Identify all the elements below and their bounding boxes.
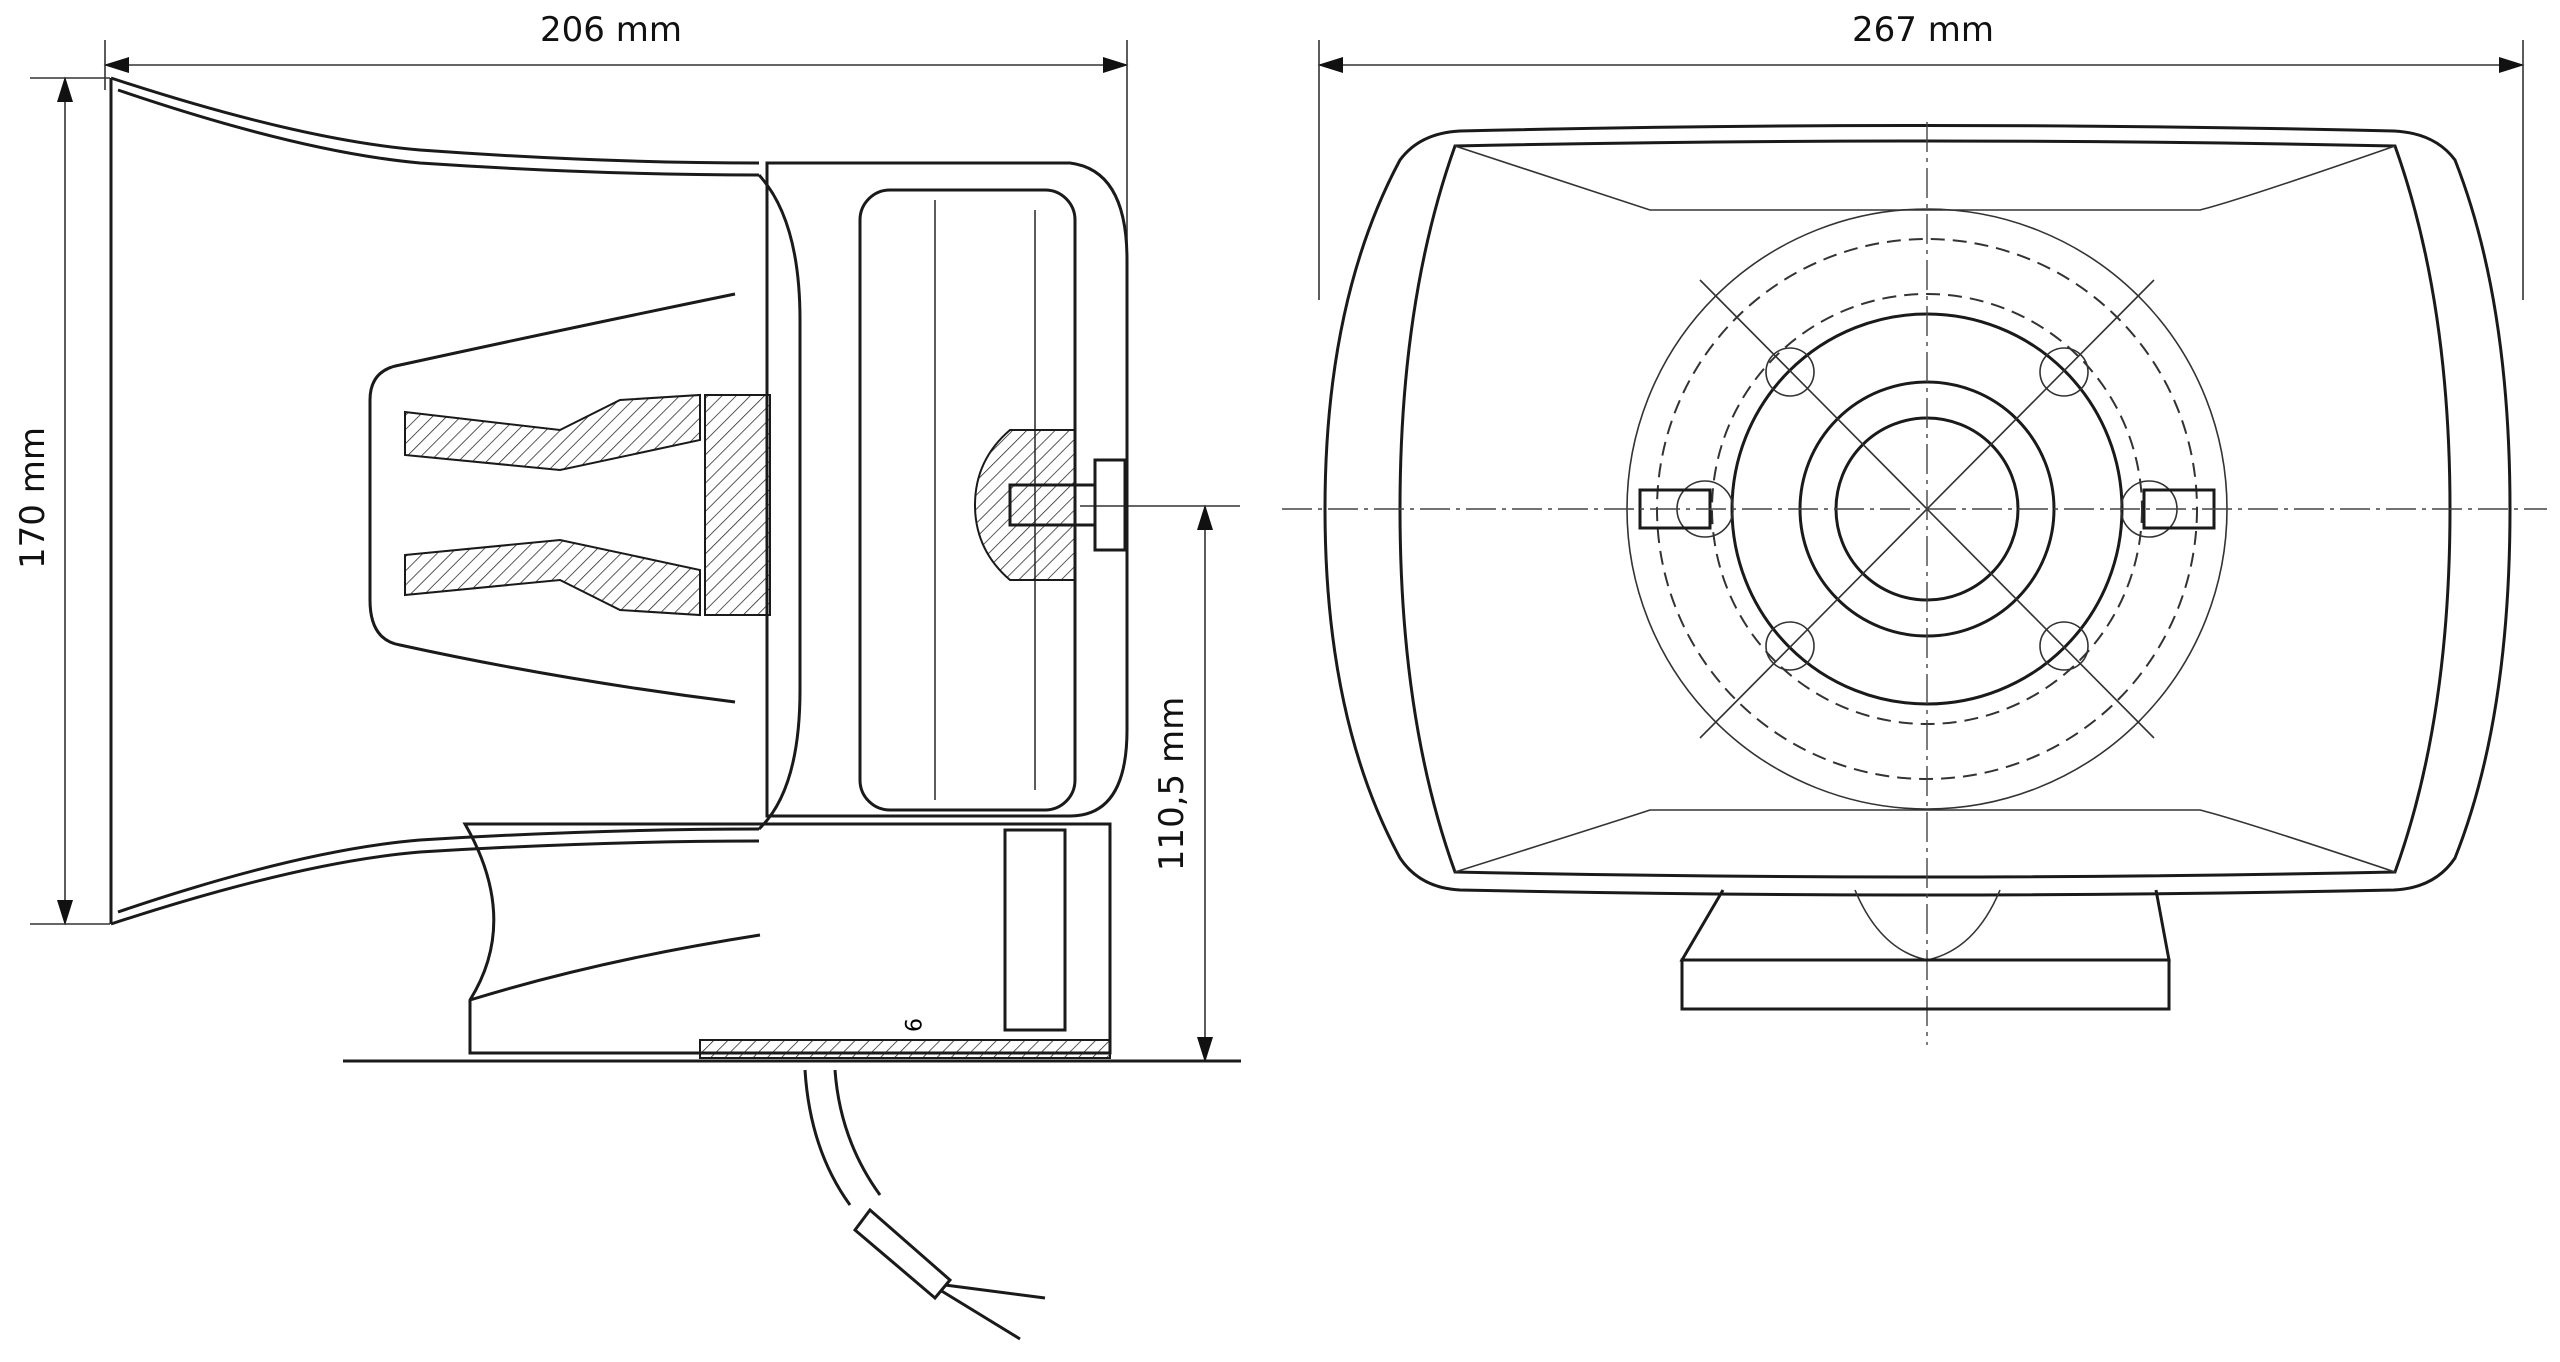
- horn-bottom-outer: [110, 839, 760, 926]
- stand-neck: [1679, 889, 2171, 962]
- mounting-holes: [1638, 347, 2216, 671]
- horn-bottom-facet: [1454, 809, 2396, 873]
- wire-1: [944, 1283, 1046, 1300]
- cable-sleeve: [852, 1207, 953, 1301]
- dim-label-front-width: 267 mm: [1852, 10, 1994, 50]
- phase-plug-bottom: [404, 538, 701, 617]
- reflector: [368, 292, 736, 704]
- side-view: 9: [30, 40, 1241, 1341]
- nut: [1093, 458, 1127, 552]
- magnet: [704, 394, 771, 616]
- horn-bottom-inner: [117, 827, 760, 914]
- driver-housing: [765, 161, 1129, 818]
- front-view: [1282, 40, 2547, 1045]
- mount-block: [973, 429, 1076, 581]
- cable-right: [833, 1069, 882, 1196]
- horn-top-outer: [110, 76, 760, 165]
- hole: [2039, 347, 2089, 397]
- base-screw: [1003, 828, 1067, 1032]
- cable-left: [803, 1069, 852, 1206]
- hole: [2039, 621, 2089, 671]
- horn-outer-rim: [1323, 124, 2512, 897]
- dim-label-side-width: 206 mm: [540, 10, 682, 50]
- wire-2: [939, 1288, 1021, 1341]
- stand-base: [1680, 958, 2171, 1011]
- horn-top-inner: [117, 88, 760, 177]
- dim-label-axis-height: 110,5 mm: [1152, 696, 1192, 872]
- horn-throat: [757, 173, 802, 831]
- hole: [1765, 621, 1815, 671]
- base-gasket: [699, 1039, 1111, 1059]
- horn-top-facet: [1454, 145, 2396, 211]
- base-curve: [469, 933, 761, 1002]
- hole: [1765, 347, 1815, 397]
- horn-inner-rim: [1398, 139, 2452, 879]
- label-9: 9: [899, 1018, 924, 1032]
- phase-plug-top: [404, 393, 701, 472]
- dim-label-side-height: 170 mm: [13, 427, 53, 569]
- base-bracket: [462, 822, 1112, 1055]
